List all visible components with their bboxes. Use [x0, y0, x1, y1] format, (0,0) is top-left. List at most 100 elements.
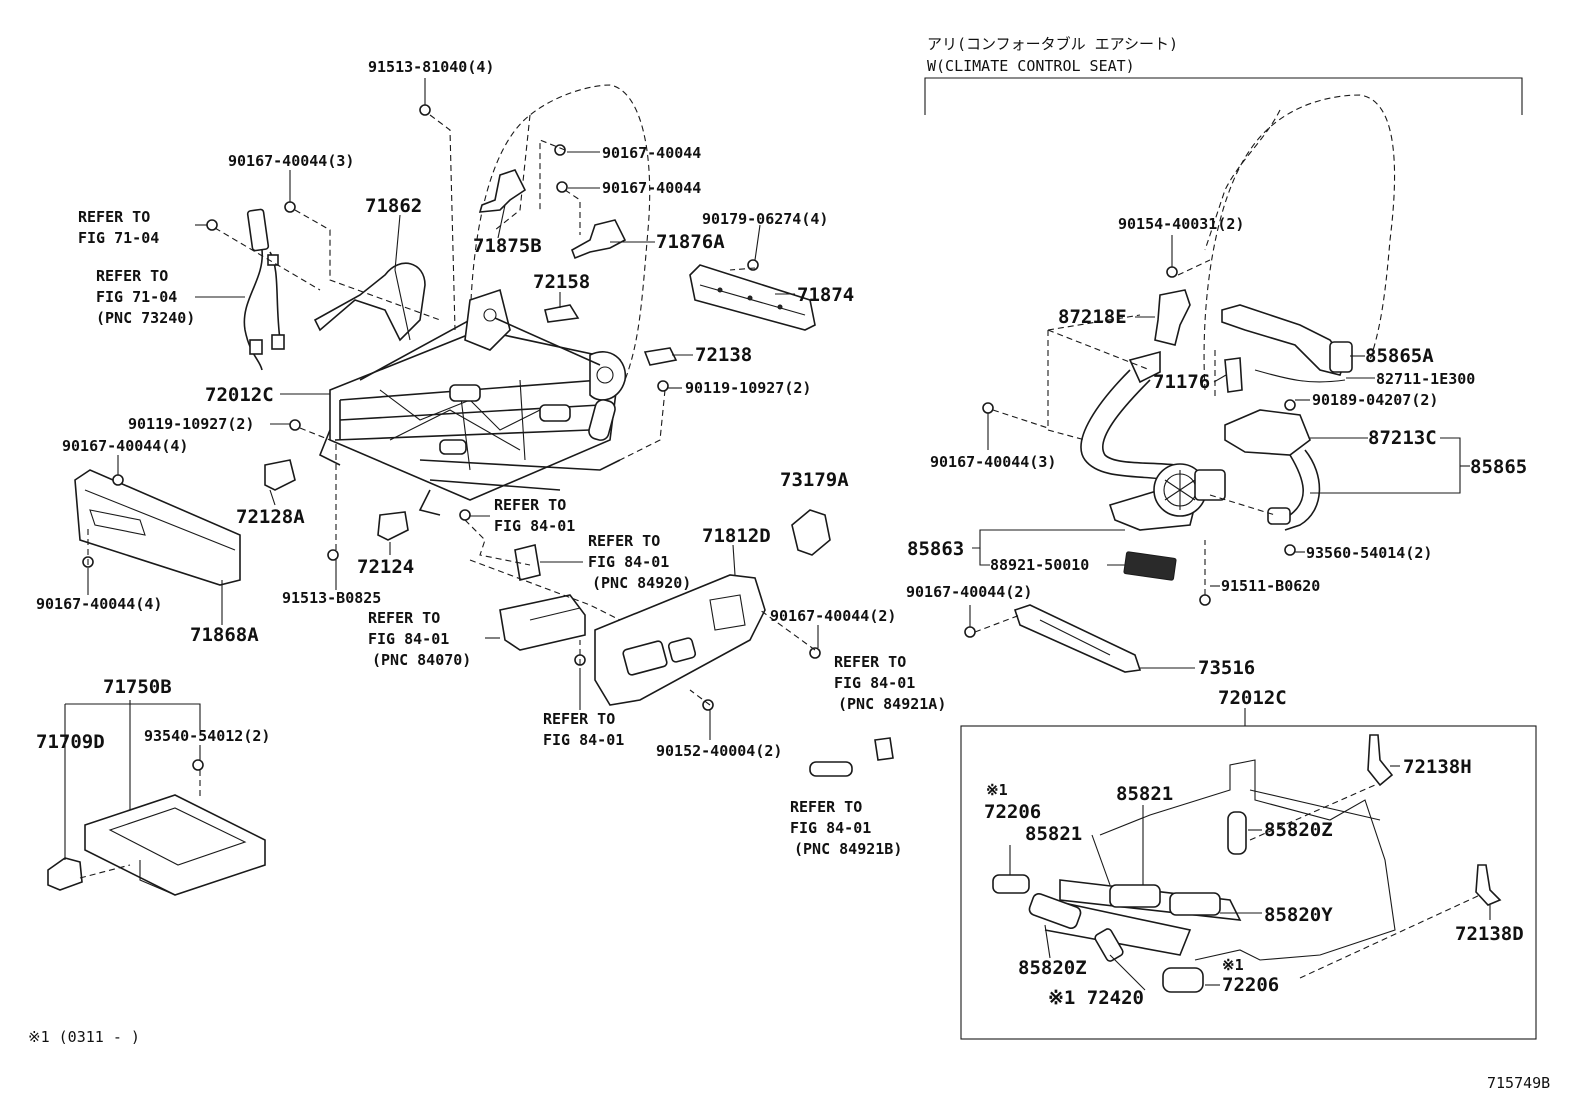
part-label: 91513-B0825 [282, 589, 381, 607]
part-label: 71876A [656, 231, 725, 253]
part-label: REFER TO [368, 609, 440, 627]
side-shield-71812D [594, 574, 766, 706]
pad-72128A [264, 459, 296, 491]
part-label: FIG 84-01 [543, 731, 624, 749]
bracket-71876A [571, 219, 627, 260]
pad-72158 [544, 304, 580, 323]
part-label: 90167-40044(2) [906, 583, 1032, 601]
part-label: 90152-40004(2) [656, 742, 782, 760]
part-label: 72206 [984, 801, 1041, 823]
part-label: 85865 [1470, 456, 1527, 478]
part-label: REFER TO [834, 653, 906, 671]
part-label: 71862 [365, 195, 422, 217]
part-label: REFER TO [543, 710, 615, 728]
dashed-guides-right [974, 259, 1276, 633]
part-label: FIG 71-04 [78, 229, 159, 247]
part-label: 85820Y [1264, 904, 1333, 926]
part-label: FIG 71-04 [96, 288, 177, 306]
part-label: FIG 84-01 [368, 630, 449, 648]
pad-72124 [377, 511, 409, 541]
part-label: 85820Z [1018, 957, 1087, 979]
inset-adjuster-detail [960, 725, 1537, 1040]
footnote: ※1 (0311 - ) [28, 1028, 140, 1046]
cover-71709D [47, 857, 83, 891]
part-label: 90119-10927(2) [685, 379, 811, 397]
cover-73179A [791, 509, 831, 556]
part-label: FIG 84-01 [834, 674, 915, 692]
part-label: 72138D [1455, 923, 1524, 945]
bracket-71875B [478, 169, 527, 213]
part-label: 72128A [236, 506, 305, 528]
part-label: 90154-40031(2) [1118, 215, 1244, 233]
part-label: 71709D [36, 731, 105, 753]
climate-seat-back-outline [1203, 94, 1396, 391]
part-label: 90179-06274(4) [702, 210, 828, 228]
part-label: 71750B [103, 676, 172, 698]
part-label: 71176 [1153, 371, 1210, 393]
climate-seat-header-bracket [924, 77, 1523, 115]
part-label: 71868A [190, 624, 259, 646]
knob-84921A [874, 737, 894, 761]
part-label: 85821 [1116, 783, 1173, 805]
part-label: 85865A [1365, 345, 1434, 367]
part-label: 82711-1E300 [1376, 370, 1475, 388]
duct-87213C [1224, 409, 1321, 531]
part-label: (PNC 84921B) [794, 840, 902, 858]
part-label: FIG 84-01 [494, 517, 575, 535]
part-label: 87218E [1058, 306, 1127, 328]
fastener-group-left [82, 104, 821, 771]
part-label: 73179A [780, 469, 849, 491]
part-label: 72124 [357, 556, 414, 578]
seat-belt-buckle-harness [243, 208, 285, 371]
header-line2: W(CLIMATE CONTROL SEAT) [927, 57, 1135, 75]
seat-frame-assembly [318, 288, 627, 516]
part-label: 85820Z [1264, 819, 1333, 841]
part-label: 71874 [797, 284, 854, 306]
part-label: 90167-40044(4) [62, 437, 188, 455]
front-shield-71868A [74, 469, 241, 586]
side-cover-71862 [313, 262, 426, 342]
fastener-group-right [964, 266, 1296, 638]
part-label: (PNC 73240) [96, 309, 195, 327]
part-label: REFER TO [96, 267, 168, 285]
dashed-guides-left [79, 114, 816, 879]
part-label: 93560-54014(2) [1306, 544, 1432, 562]
part-label: 90167-40044(2) [770, 607, 896, 625]
part-label: (PNC 84070) [372, 651, 471, 669]
part-label: REFER TO [78, 208, 150, 226]
duct-87218E [1154, 289, 1191, 346]
part-label: REFER TO [790, 798, 862, 816]
part-label: FIG 84-01 [790, 819, 871, 837]
part-label: 85821 [1025, 823, 1082, 845]
tray-71750B [84, 794, 266, 896]
duct-85865A [1221, 304, 1353, 376]
leader-lines-right [969, 235, 1470, 726]
part-label: 72012C [1218, 687, 1287, 709]
switch-84070 [499, 594, 586, 651]
part-label: REFER TO [494, 496, 566, 514]
figure-code: 715749B [1487, 1074, 1550, 1092]
blower-85863 [1108, 463, 1226, 531]
part-label: REFER TO [588, 532, 660, 550]
part-label: 90119-10927(2) [128, 415, 254, 433]
rail-71874 [689, 264, 816, 331]
part-label: 90167-40044 [602, 144, 701, 162]
part-label: 85863 [907, 538, 964, 560]
switch-84920 [514, 544, 541, 581]
part-label: 71812D [702, 525, 771, 547]
part-label: 90167-40044(4) [36, 595, 162, 613]
part-label: 72138H [1403, 756, 1472, 778]
filter-88921-50010 [1123, 551, 1177, 581]
duct-hose [1080, 350, 1176, 481]
part-label: FIG 84-01 [588, 553, 669, 571]
clip-71176 [1224, 357, 1243, 393]
part-label: 72158 [533, 271, 590, 293]
part-label: 90189-04207(2) [1312, 391, 1438, 409]
part-label: ※1 72420 [1048, 987, 1144, 1009]
seat-back-outline [469, 84, 651, 381]
part-label: 71875B [473, 235, 542, 257]
part-label: 73516 [1198, 657, 1255, 679]
part-label: 88921-50010 [990, 556, 1089, 574]
leader-lines-left [64, 78, 819, 860]
